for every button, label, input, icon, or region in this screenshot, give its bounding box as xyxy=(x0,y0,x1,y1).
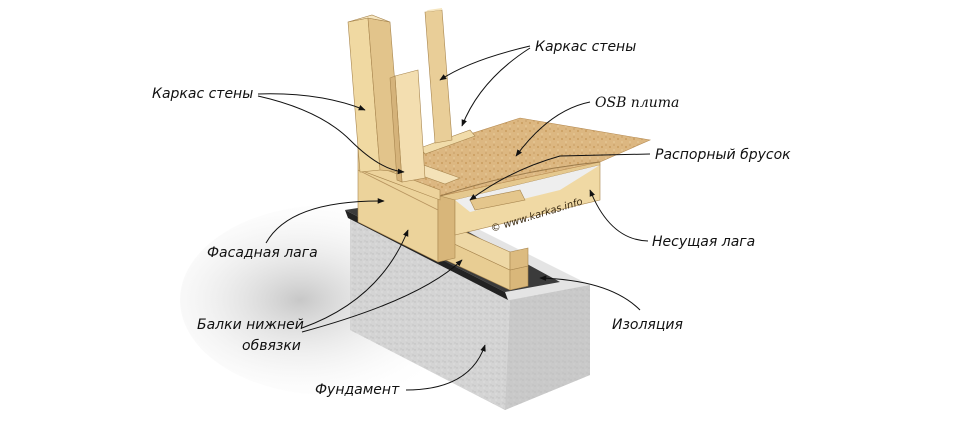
spacer-block xyxy=(469,189,526,211)
arrow-sill-1 xyxy=(301,229,409,329)
label-insulation: Изоляция xyxy=(612,317,683,333)
arrow-spacer xyxy=(469,153,651,201)
arrow-wall-frame-left-2 xyxy=(257,95,405,175)
label-facade-joist: Фасадная лага xyxy=(207,245,318,261)
wall-studs xyxy=(347,8,453,183)
label-wall-frame-left: Каркас стены xyxy=(152,86,254,102)
arrow-insulation xyxy=(539,275,641,311)
label-sill-beams-line2: обвязки xyxy=(242,338,301,354)
callout-arrows xyxy=(257,45,651,391)
label-spacer-beam: Распорный брусок xyxy=(655,147,791,163)
arrow-foundation xyxy=(405,344,486,391)
label-osb: OSB плита xyxy=(595,95,680,111)
label-sill-beams-line1: Балки нижней xyxy=(197,317,304,333)
arrow-facade-joist xyxy=(265,198,385,244)
arrow-sill-2 xyxy=(301,259,463,333)
arrow-bearing-joist xyxy=(589,189,649,242)
label-bearing-joist: Несущая лага xyxy=(652,234,756,250)
arrow-osb xyxy=(515,101,591,157)
arrow-wall-frame-right-1 xyxy=(439,45,531,81)
arrow-wall-frame-right-2 xyxy=(461,47,531,127)
arrow-wall-frame-left-1 xyxy=(257,93,366,111)
label-foundation: Фундамент xyxy=(315,382,400,398)
label-wall-frame-right: Каркас стены xyxy=(535,39,637,55)
